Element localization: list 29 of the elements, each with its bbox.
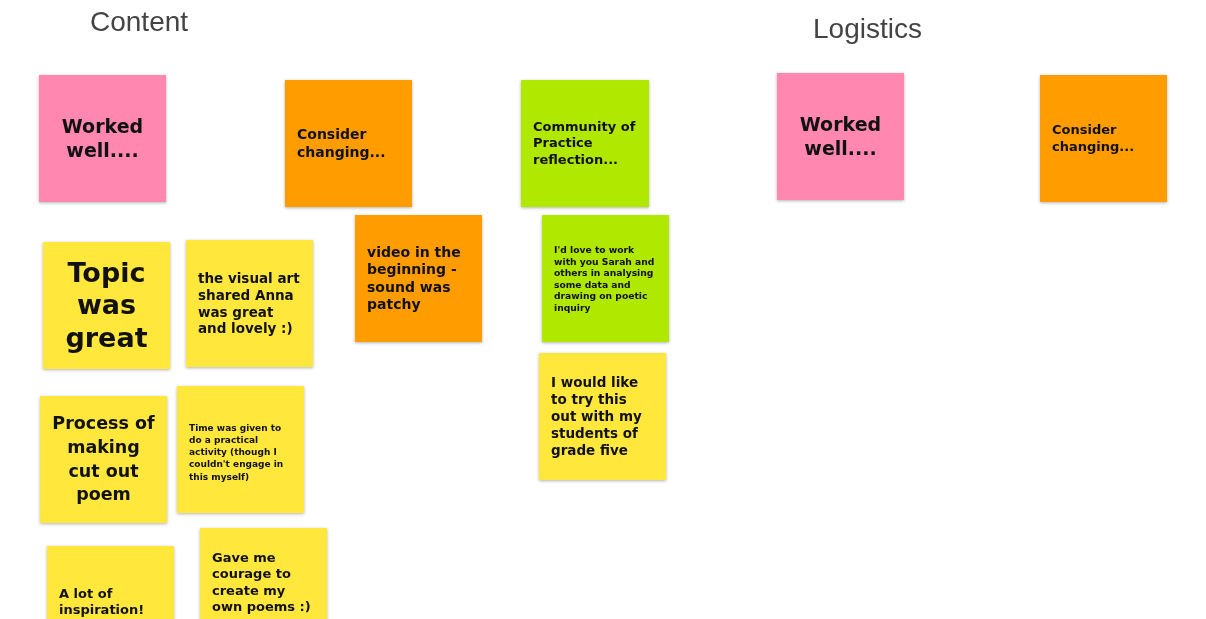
- note-text: Topic was great: [64, 256, 149, 355]
- section-heading: Logistics: [813, 13, 922, 45]
- note-text: I would like to try this out with my students of grade five: [551, 373, 643, 460]
- note-text: I'd love to work with you Sarah and others in analysing some data and drawing on poetic inquiry: [554, 244, 656, 313]
- note-text: video in the beginning - sound was patchy: [367, 244, 462, 313]
- sticky-note: [521, 80, 649, 207]
- note-text: the visual art shared Anna was great and lovely :): [198, 269, 301, 338]
- sticky-note: [186, 240, 313, 367]
- sticky-note: [777, 73, 904, 200]
- note-text: Worked well....: [798, 112, 883, 161]
- sticky-note: [355, 215, 482, 342]
- note-text: Consider changing...: [1052, 121, 1136, 156]
- note-text: Process of making cut out poem: [52, 412, 155, 507]
- sticky-note: [285, 80, 412, 207]
- note-text: Time was given to do a practical activity (though I couldn't engage in this myself): [189, 422, 285, 483]
- sticky-note: [1040, 75, 1167, 202]
- sticky-note: [177, 386, 304, 513]
- note-text: A lot of inspiration!: [59, 586, 146, 618]
- note-text: Worked well....: [60, 114, 145, 163]
- sticky-note: [539, 353, 666, 480]
- note-text: Consider changing...: [297, 126, 387, 161]
- sticky-note: [39, 75, 166, 202]
- sticky-note: [43, 242, 170, 369]
- note-text: Community of Practice reflection...: [533, 118, 637, 169]
- section-heading: Content: [90, 6, 189, 38]
- sticky-note: [542, 215, 669, 342]
- note-text: Gave me courage to create my own poems :): [212, 550, 312, 615]
- sticky-note: [200, 528, 327, 619]
- sticky-note: [40, 396, 167, 523]
